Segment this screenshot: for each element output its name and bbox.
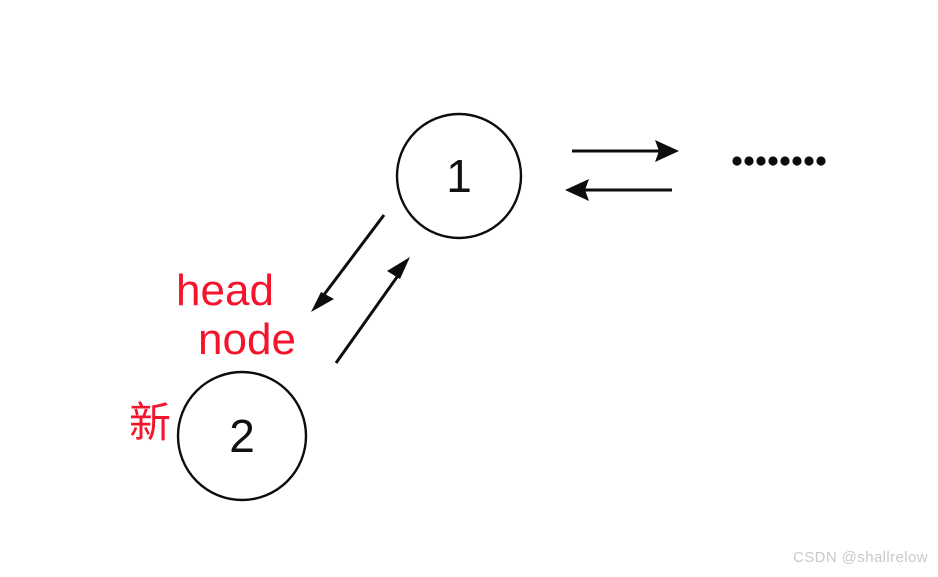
ellipsis-dots bbox=[732, 156, 826, 166]
node-1-group: 1 bbox=[395, 112, 523, 240]
arrow-node2-to-node1-shaft bbox=[334, 269, 404, 364]
node-1-circle bbox=[395, 112, 523, 240]
ellipsis-dot bbox=[816, 156, 826, 166]
ellipsis-dot bbox=[804, 156, 814, 166]
node-2-group: 2 bbox=[176, 370, 308, 502]
ellipsis-dot bbox=[744, 156, 754, 166]
arrow-node1-to-node2-head bbox=[311, 292, 334, 312]
arrow-forward-right bbox=[572, 140, 679, 162]
ellipsis-dot bbox=[768, 156, 778, 166]
head-label: head bbox=[176, 266, 274, 315]
arrow-node1-to-node2 bbox=[311, 214, 386, 312]
node-1-label: 1 bbox=[446, 150, 472, 202]
node-label: node bbox=[198, 315, 296, 364]
arrow-node2-to-node1 bbox=[334, 257, 410, 364]
arrow-node2-to-node1-head bbox=[387, 257, 410, 279]
arrow-forward-right-head bbox=[655, 140, 679, 162]
ellipsis-dot bbox=[732, 156, 742, 166]
arrow-node1-to-node2-shaft bbox=[318, 214, 386, 301]
ellipsis-dot bbox=[756, 156, 766, 166]
arrow-backward-left bbox=[565, 179, 672, 201]
ellipsis-dot bbox=[792, 156, 802, 166]
new-label: 新 bbox=[129, 398, 171, 447]
watermark: CSDN @shallrelow bbox=[793, 549, 928, 566]
node-2-circle bbox=[176, 370, 308, 502]
ellipsis-dot bbox=[780, 156, 790, 166]
arrow-backward-left-head bbox=[565, 179, 589, 201]
node-2-label: 2 bbox=[229, 410, 255, 462]
